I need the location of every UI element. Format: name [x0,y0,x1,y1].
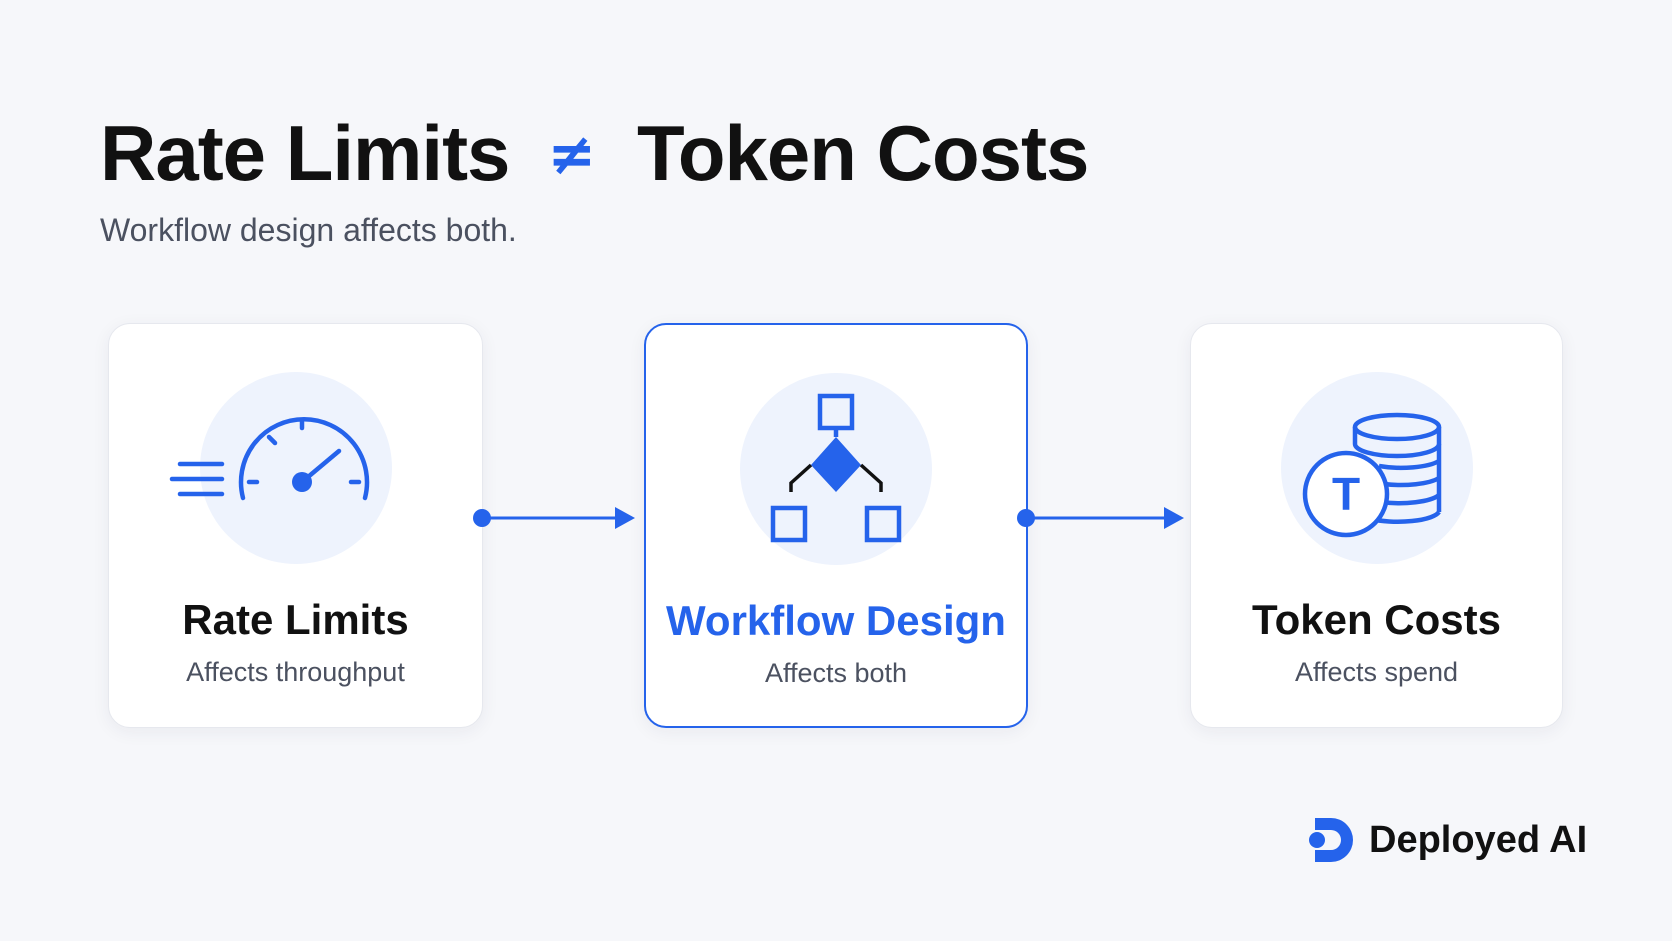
headline-right: Token Costs [637,109,1089,197]
deployed-ai-logo-icon [1309,818,1353,862]
flowchart-icon [770,393,902,543]
coin-letter: T [1332,468,1360,520]
not-equal-symbol: ≠ [547,119,596,188]
speedometer-icon [169,417,370,501]
arrow-connector-2 [1017,507,1184,529]
card-description: Affects throughput [186,657,405,687]
coin-letter-icon: T [1332,468,1360,520]
rate-limits-icon-bg [199,372,392,564]
headline: Rate Limits ≠ Token Costs [100,108,1089,199]
card-description: Affects both [764,658,908,688]
token-coins-icon [1302,412,1442,538]
arrow-connector-1 [473,507,635,529]
card-title: Rate Limits [182,596,409,643]
rate-limits-card: Rate Limits Affects throughput [108,323,483,728]
token-costs-card: T Token Costs Affects spend [1190,323,1563,728]
card-description: Affects spend [1294,657,1459,687]
brand: Deployed AI [1305,812,1587,868]
card-title: Token Costs [1252,596,1501,643]
subtitle: Workflow design affects both. [100,212,517,248]
brand-name: Deployed AI [1369,818,1588,861]
workflow-design-card: Workflow Design Affects both [644,323,1028,728]
headline-left: Rate Limits [100,109,510,197]
card-title: Workflow Design [666,597,1006,644]
